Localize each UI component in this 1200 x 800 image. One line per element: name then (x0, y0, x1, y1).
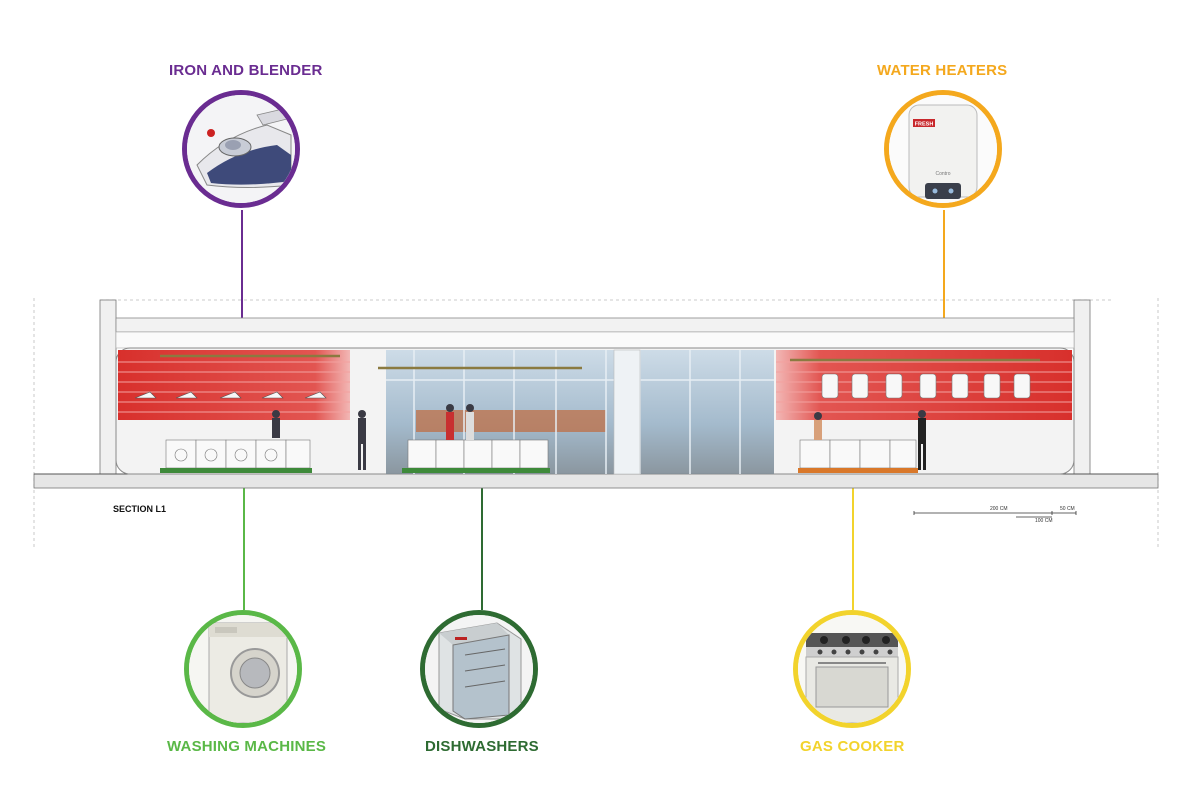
dishwashers-label: DISHWASHERS (425, 738, 539, 755)
dish-connector-line (481, 478, 483, 610)
washing-connector-line (243, 478, 245, 610)
gas-cooker-label: GAS COOKER (800, 738, 905, 755)
water-heater-circle: FRESH Contro (884, 90, 1002, 208)
gas-cooker-icon (798, 615, 906, 723)
section-title: SECTION L1 (113, 504, 167, 514)
heater-brand-text: FRESH (915, 122, 934, 128)
water-heaters-label: WATER HEATERS (877, 62, 1008, 79)
dishwasher-icon (425, 615, 533, 723)
gas-cooker-circle (793, 610, 911, 728)
water-heater-icon: FRESH Contro (889, 95, 997, 203)
scale-label-50: 50 CM (1060, 506, 1075, 512)
dishwasher-circle (420, 610, 538, 728)
washing-machine-icon (189, 615, 297, 723)
iron-connector-line (241, 210, 243, 405)
scale-label-200: 200 CM (990, 506, 1008, 512)
iron-blender-label: IRON AND BLENDER (169, 62, 323, 79)
washing-machine-circle (184, 610, 302, 728)
iron-circle (182, 90, 300, 208)
water-connector-line (943, 210, 945, 388)
iron-icon (187, 95, 295, 203)
heater-model-text: Contro (935, 171, 950, 177)
scale-label-100: 100 CM (1035, 518, 1053, 524)
washing-machines-label: WASHING MACHINES (167, 738, 327, 755)
gas-connector-line (852, 482, 854, 610)
